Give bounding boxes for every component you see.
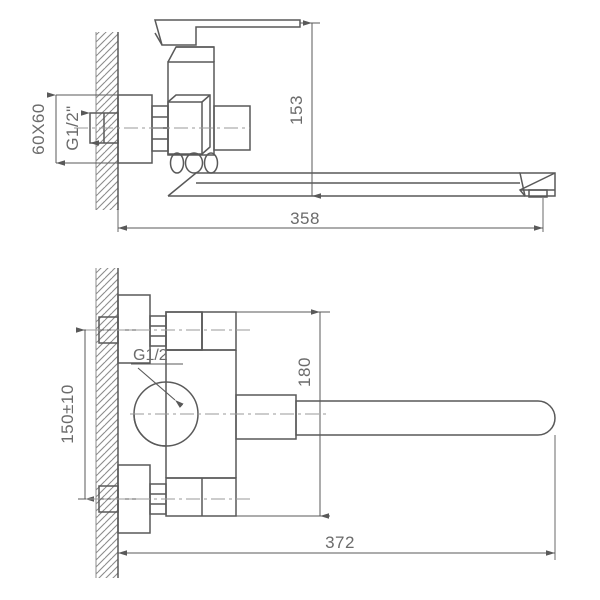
lever-handle-top xyxy=(154,19,301,46)
spout-end-top xyxy=(518,172,556,198)
label-reach-372: 372 xyxy=(325,533,355,552)
dim-flange-60x60 xyxy=(47,92,152,166)
union-nut-upper xyxy=(149,315,167,347)
label-height-180: 180 xyxy=(295,357,314,387)
side-view-dimensions xyxy=(47,20,544,232)
wall-section-top xyxy=(95,32,119,210)
diverter-knob-top xyxy=(167,94,211,155)
mixer-body-top xyxy=(167,46,215,156)
wall-section-bottom xyxy=(95,268,119,578)
dim-reach-372 xyxy=(117,435,556,560)
label-inlet-thread-bottom: G1/2 xyxy=(133,347,168,364)
front-elevation-view xyxy=(95,268,556,578)
label-inlet-thread-top: G1/2" xyxy=(63,105,82,150)
body-arm-lower xyxy=(165,477,237,517)
side-elevation-view xyxy=(89,19,556,210)
label-spacing-150: 150±10 xyxy=(58,384,77,444)
label-height-153: 153 xyxy=(287,95,306,125)
aerator-ring-detail-top xyxy=(169,152,219,174)
spout-shank-bottom xyxy=(235,394,297,440)
label-flange-size: 60X60 xyxy=(29,103,48,155)
label-reach-358: 358 xyxy=(290,209,320,228)
spout-top xyxy=(167,172,525,197)
dim-reach-358 xyxy=(117,196,544,232)
body-arm-upper xyxy=(165,311,237,351)
wall-flange-top xyxy=(117,94,153,164)
centerlines xyxy=(74,127,330,500)
dim-height-180 xyxy=(236,309,330,519)
spout-bottom xyxy=(295,400,556,436)
leader-inlet-thread-bottom xyxy=(131,363,184,409)
dim-height-153 xyxy=(300,20,321,199)
